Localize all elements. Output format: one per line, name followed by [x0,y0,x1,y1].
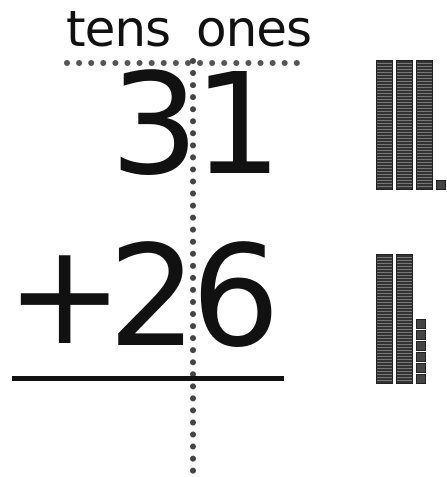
bottom-tens-rod [396,254,413,384]
top-tens-rod [396,60,413,190]
bottom-ones-unit [416,374,426,384]
plus-sign: + [6,226,123,366]
base-ten-blocks-bottom [376,254,426,384]
addend-bottom: 26 [108,228,274,368]
sum-line [12,376,284,381]
bottom-ones-unit [416,319,426,329]
bottom-ones-unit [416,363,426,373]
top-ones-stack [436,180,446,190]
bottom-ones-unit [416,330,426,340]
bottom-ones-unit [416,341,426,351]
top-tens-rod [416,60,433,190]
top-ones-unit [436,180,446,190]
top-tens-rod [376,60,393,190]
addend-top: 31 [110,56,276,196]
base-ten-blocks-top [376,60,446,190]
bottom-ones-stack [416,319,426,384]
bottom-ones-unit [416,352,426,362]
bottom-tens-rod [376,254,393,384]
